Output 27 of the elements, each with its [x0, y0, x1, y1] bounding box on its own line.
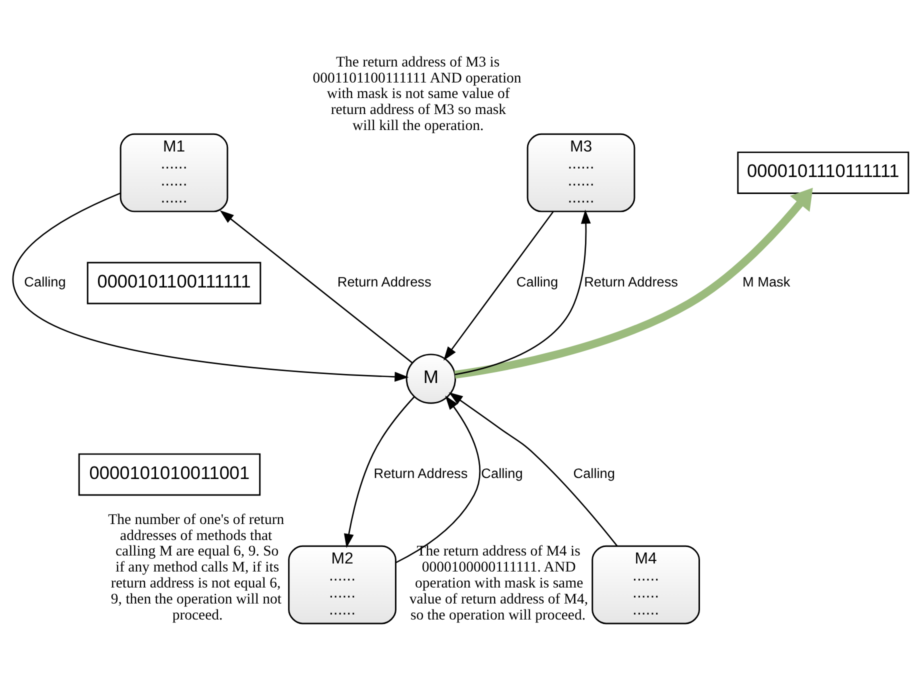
- edge-label: Calling: [516, 274, 558, 290]
- arrow: [448, 392, 618, 546]
- node-circle: M: [406, 354, 456, 404]
- arrow: [220, 210, 413, 364]
- edge-label: Return Address: [584, 274, 678, 290]
- edge-label: M Mask: [742, 274, 790, 290]
- node-label: The number of one's of return addresses of methods that calling M are equal 6, 9. So if any method calls M, if its return address is not equal 6, 9, then the operation will not proceed.: [108, 512, 284, 624]
- arrow: [344, 396, 415, 548]
- node-box: 0000101100111111: [86, 262, 262, 304]
- arrow: [395, 396, 481, 564]
- edge-label: Calling: [24, 274, 66, 290]
- node-box: 0000101110111111: [737, 152, 910, 194]
- arrow: [454, 210, 591, 376]
- edge-label: Calling: [481, 466, 523, 482]
- arrow: [12, 192, 409, 382]
- arrow: [443, 211, 554, 361]
- edge-label: Return Address: [337, 274, 432, 290]
- node-box: M2 ...... ...... ......: [288, 545, 396, 624]
- node-label: The return address of M4 is 0000100000111111. AND operation with mask is same value of return address of M4, so the operation will proceed.: [409, 544, 588, 624]
- edge-label: Calling: [573, 466, 615, 482]
- node-label: The return address of M3 is 0001101100111111 AND operation with mask is not same value of return address of M3 so mask will kill the operation.: [312, 54, 522, 134]
- node-box: M1 ...... ...... ......: [120, 133, 228, 212]
- edge-label: Return Address: [374, 466, 468, 482]
- node-box: M3 ...... ...... ......: [526, 133, 636, 212]
- node-box: 0000101010011001: [78, 453, 261, 496]
- arrow: [454, 188, 813, 379]
- node-box: M4 ...... ...... ......: [592, 545, 700, 624]
